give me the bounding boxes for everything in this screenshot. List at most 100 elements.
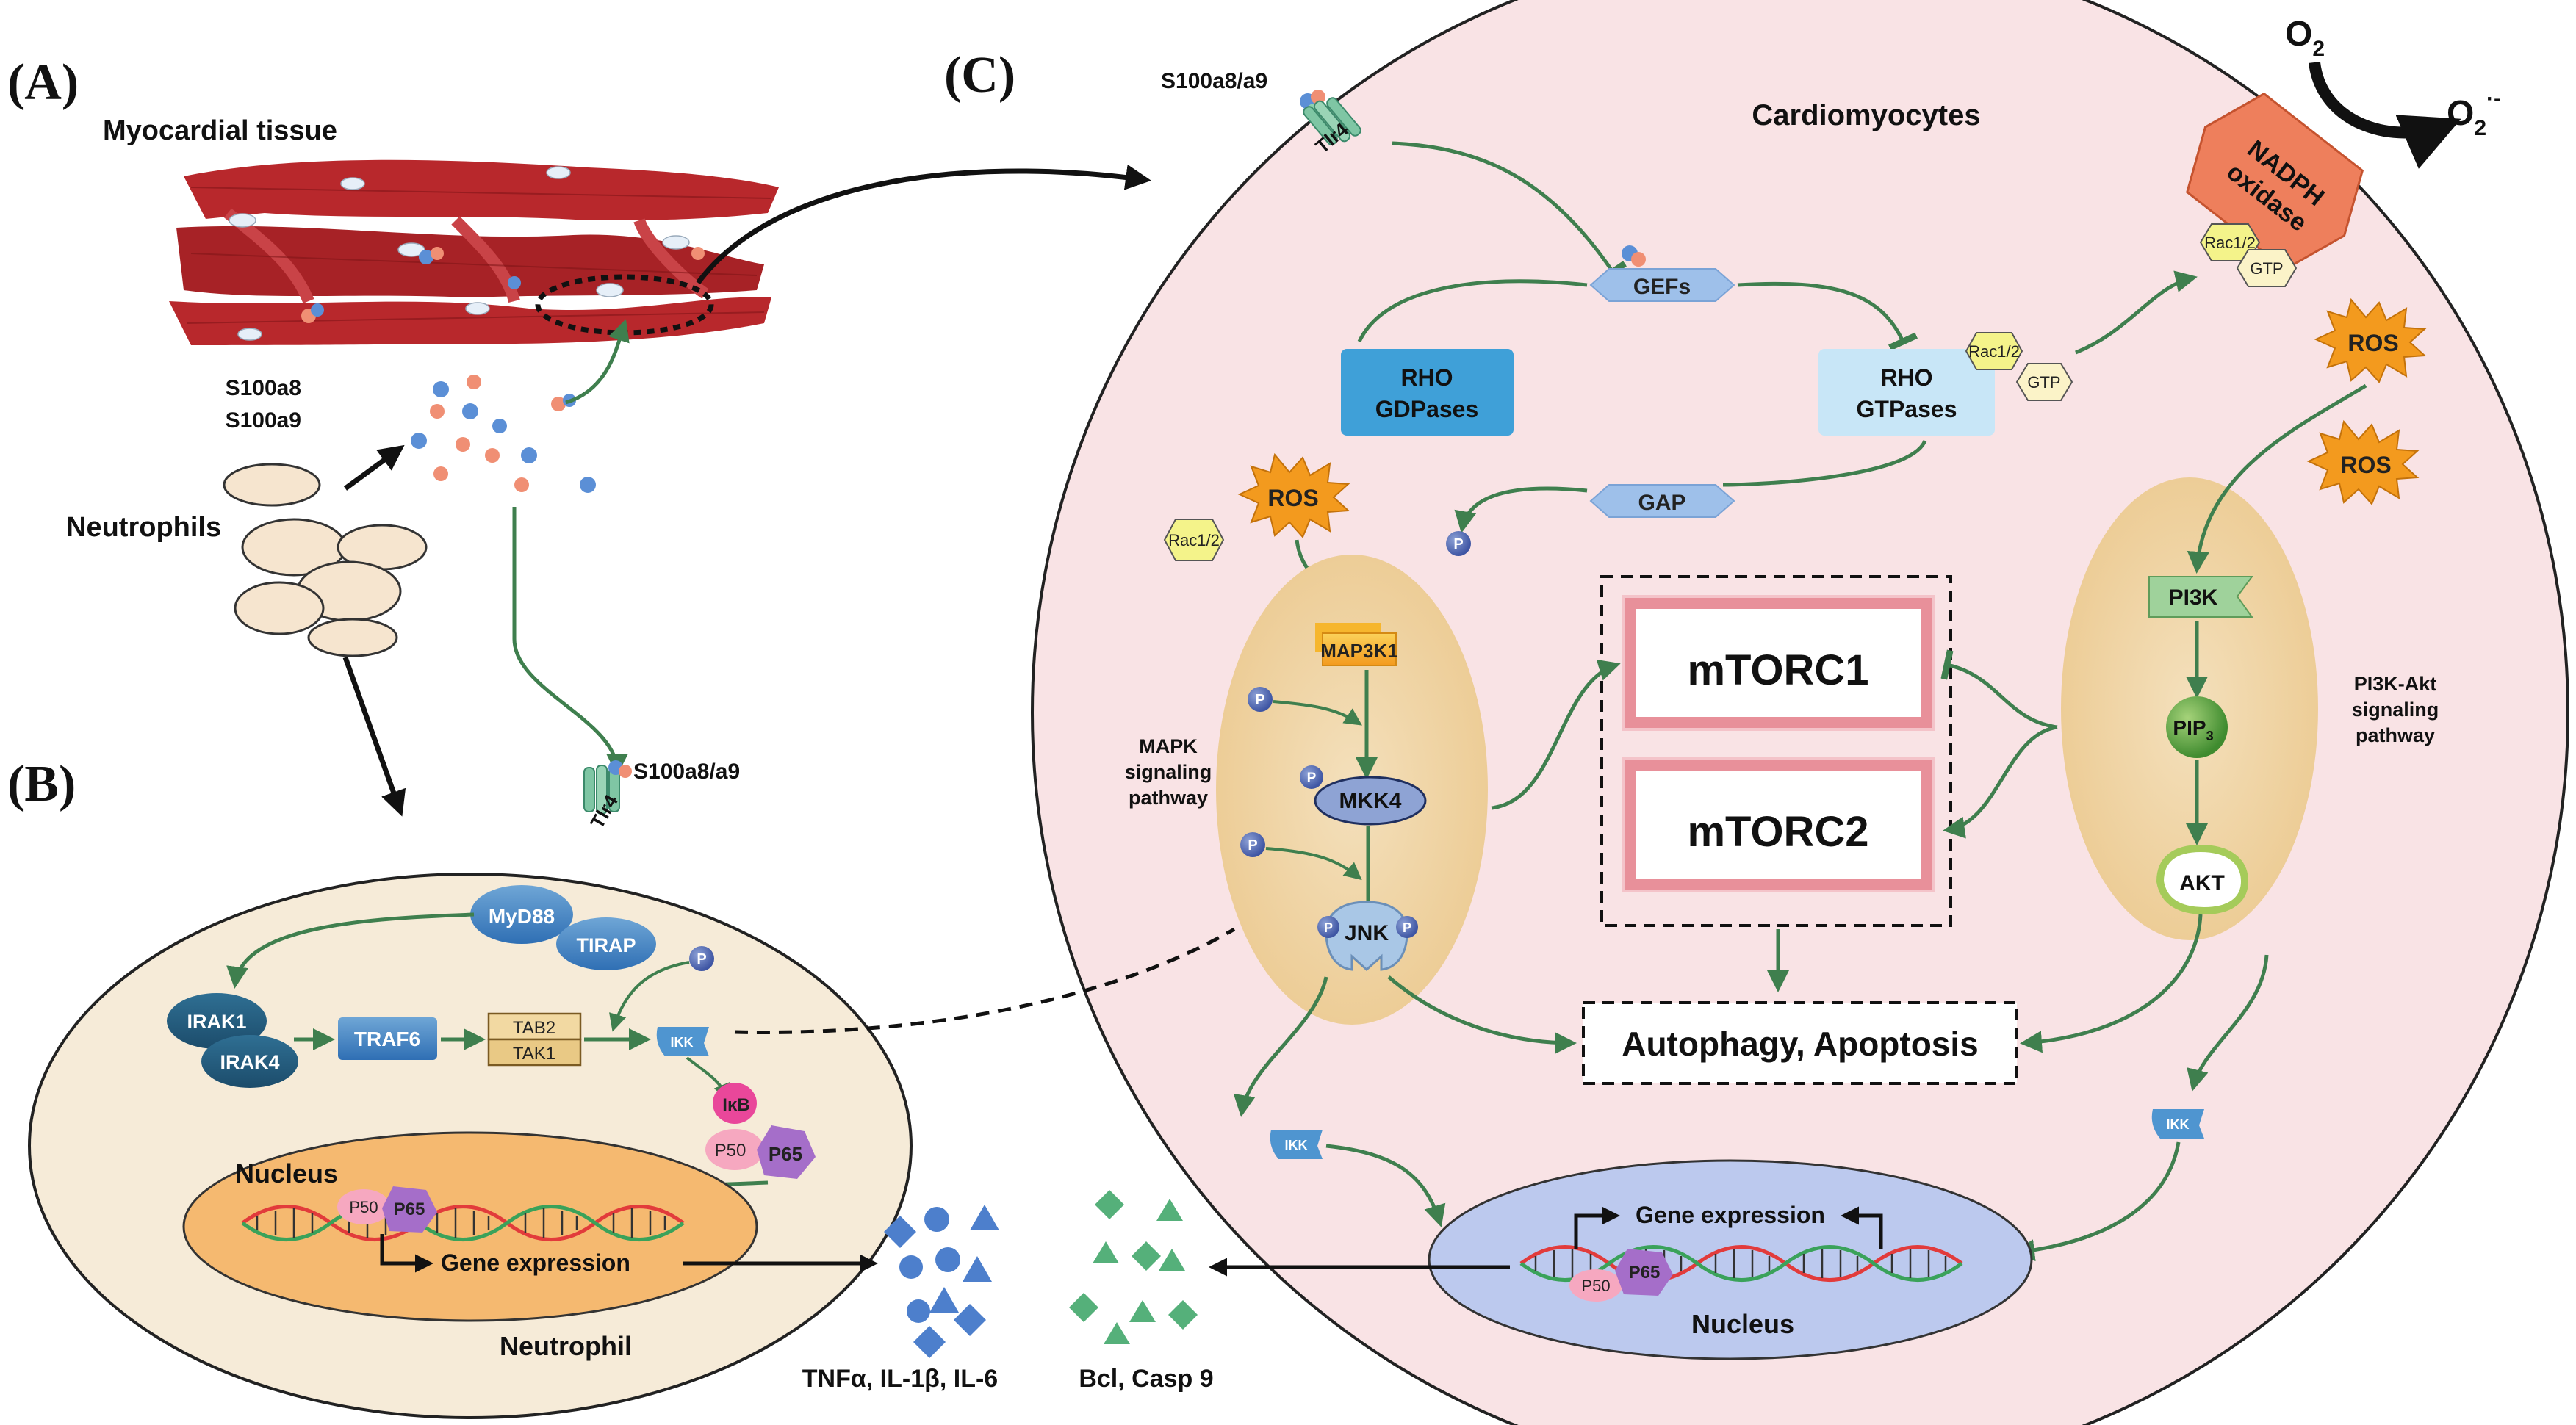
pi3k-inhibit-mtorc1 (1940, 649, 2058, 729)
svg-text:P: P (1307, 771, 1317, 786)
rac-gtp-1: Rac1/2 GTP (1965, 332, 2073, 401)
svg-text:RHO: RHO (1400, 364, 1453, 391)
ros-burst-3: ROS (1237, 452, 1350, 538)
akt-to-autophagy-arrow (2020, 914, 2203, 1053)
svg-text:ROS: ROS (2340, 452, 2391, 478)
nucleus-b (182, 1131, 758, 1322)
svg-text:ROS: ROS (2347, 330, 2398, 356)
svg-text:P65: P65 (769, 1143, 802, 1165)
akt-node: AKT (2156, 844, 2249, 915)
neutrophil-release-arrow (343, 444, 405, 491)
bcl-casp-label: Bcl, Casp 9 (1079, 1365, 1213, 1393)
p3-arrow (1265, 847, 1362, 881)
nucleus-c (1428, 1159, 2033, 1360)
ros-burst-2: ROS (2306, 419, 2420, 505)
svg-text:AKT: AKT (2179, 871, 2225, 895)
svg-text:TAK1: TAK1 (513, 1044, 555, 1064)
svg-text:IκB: IκB (722, 1095, 749, 1115)
jnk-to-autophagy-arrow (1387, 975, 1577, 1054)
svg-text:Rac1/2: Rac1/2 (1968, 342, 2020, 361)
ikk-c-left: IKK (1270, 1130, 1323, 1159)
mtor-dashed-box (1600, 575, 1952, 927)
svg-text:P: P (1248, 837, 1257, 854)
nfkb-complex-b: IκB P50 P65 (705, 1083, 816, 1179)
pi3k-label-1: PI3K-Akt (2354, 673, 2437, 695)
ikk-c-right: IKK (2151, 1109, 2204, 1139)
s100-to-tlr4-b-arrow (512, 507, 628, 776)
svg-text:JNK: JNK (1345, 921, 1389, 945)
neutrophils-label: Neutrophils (66, 512, 221, 543)
svg-text:P: P (1403, 920, 1411, 935)
svg-text:IKK: IKK (1285, 1138, 1308, 1152)
mapk-label-3: pathway (1129, 787, 1208, 809)
s100a8-label: S100a8 (226, 376, 301, 400)
o2-label: O2 (2285, 15, 2325, 61)
myocardial-tissue-label: Myocardial tissue (103, 115, 337, 146)
map3k1-node: MAP3K1 (1315, 623, 1398, 666)
o2-radical-label: O2·- (2447, 87, 2501, 140)
svg-text:GTP: GTP (2250, 259, 2283, 278)
s100-to-tissue-arrow (565, 319, 630, 405)
gene-expression-b-arrow (380, 1234, 433, 1273)
svg-text:ROS: ROS (1267, 485, 1318, 511)
dashed-link (734, 927, 1236, 1035)
neutrophils-illustration (223, 463, 428, 657)
gene-expression-c-label: Gene expression (1636, 1202, 1825, 1228)
myd88-node: MyD88 (470, 885, 573, 944)
svg-text:mTORC1: mTORC1 (1687, 646, 1868, 694)
svg-text:Rac1/2: Rac1/2 (2204, 234, 2256, 252)
phospho-mapk-1: P (1248, 687, 1273, 712)
svg-text:P50: P50 (349, 1198, 378, 1216)
nucleus-b-label: Nucleus (235, 1158, 338, 1188)
rac-3: Rac1/2 (1163, 519, 1225, 561)
svg-text:Autophagy, Apoptosis: Autophagy, Apoptosis (1622, 1025, 1979, 1063)
dna-b: P50 P65 (241, 1186, 685, 1241)
mapk-label-1: MAPK (1139, 735, 1198, 757)
pi3k-label-2: signaling (2352, 699, 2439, 721)
tlr4-receptor-c (1300, 90, 1361, 145)
irak4-node: IRAK4 (201, 1035, 298, 1088)
svg-text:P65: P65 (1629, 1263, 1661, 1282)
panel-c-label: (C) (944, 47, 1015, 104)
pip3-node: PIP3 (2166, 696, 2228, 758)
svg-text:PI3K: PI3K (2169, 585, 2218, 610)
autophagy-box: Autophagy, Apoptosis (1582, 1001, 2018, 1085)
mkk4-node: MKK4 (1314, 776, 1427, 826)
phospho-b: P (689, 946, 714, 971)
s100a8a9-c-label: S100a8/a9 (1161, 69, 1267, 93)
gtp-to-gap-line (1722, 439, 1927, 487)
svg-text:TAB2: TAB2 (513, 1018, 555, 1038)
gap-to-p-arrow (1454, 486, 1588, 533)
svg-text:P: P (1453, 536, 1463, 552)
svg-text:P: P (1255, 692, 1264, 708)
myd88-to-irak-arrow (226, 912, 475, 989)
neutrophil-label: Neutrophil (500, 1331, 632, 1361)
tlr4-to-gefs-arrow (1392, 141, 1627, 283)
pi3k-to-mtorc2-arrow (1943, 725, 2058, 839)
svg-text:TRAF6: TRAF6 (354, 1028, 420, 1050)
svg-text:IRAK1: IRAK1 (187, 1011, 246, 1033)
s100a9-label: S100a9 (226, 408, 301, 433)
ikk-b-node: IKK (656, 1027, 709, 1056)
nucleus-c-label: Nucleus (1691, 1309, 1794, 1339)
bcl-casp-molecules (1069, 1190, 1198, 1344)
svg-text:GEFs: GEFs (1633, 275, 1691, 299)
svg-text:IRAK4: IRAK4 (220, 1051, 279, 1073)
mtorc2-node: mTORC2 (1622, 757, 1935, 892)
cytokines-label: TNFα, IL-1β, IL-6 (802, 1365, 998, 1393)
svg-text:P65: P65 (394, 1199, 425, 1219)
gene-expr-c-right-arrow (1841, 1206, 1883, 1249)
phospho-mapk-2: P (1300, 765, 1323, 789)
svg-text:GAP: GAP (1638, 491, 1685, 515)
svg-text:P50: P50 (715, 1141, 746, 1161)
s100-molecules (411, 375, 596, 493)
mtorc1-node: mTORC1 (1622, 595, 1935, 731)
svg-text:Rac1/2: Rac1/2 (1168, 531, 1220, 549)
mapk-label-2: signaling (1125, 761, 1212, 783)
gefs-to-gtp-arrow (1737, 281, 1918, 351)
neutrophil-to-b-arrow (342, 656, 406, 817)
gap-node: GAP (1589, 484, 1735, 518)
dna-c: P50 P65 (1519, 1245, 1963, 1302)
rho-gdpases-node: RHO GDPases (1341, 349, 1514, 436)
svg-text:IKK: IKK (2167, 1117, 2190, 1132)
